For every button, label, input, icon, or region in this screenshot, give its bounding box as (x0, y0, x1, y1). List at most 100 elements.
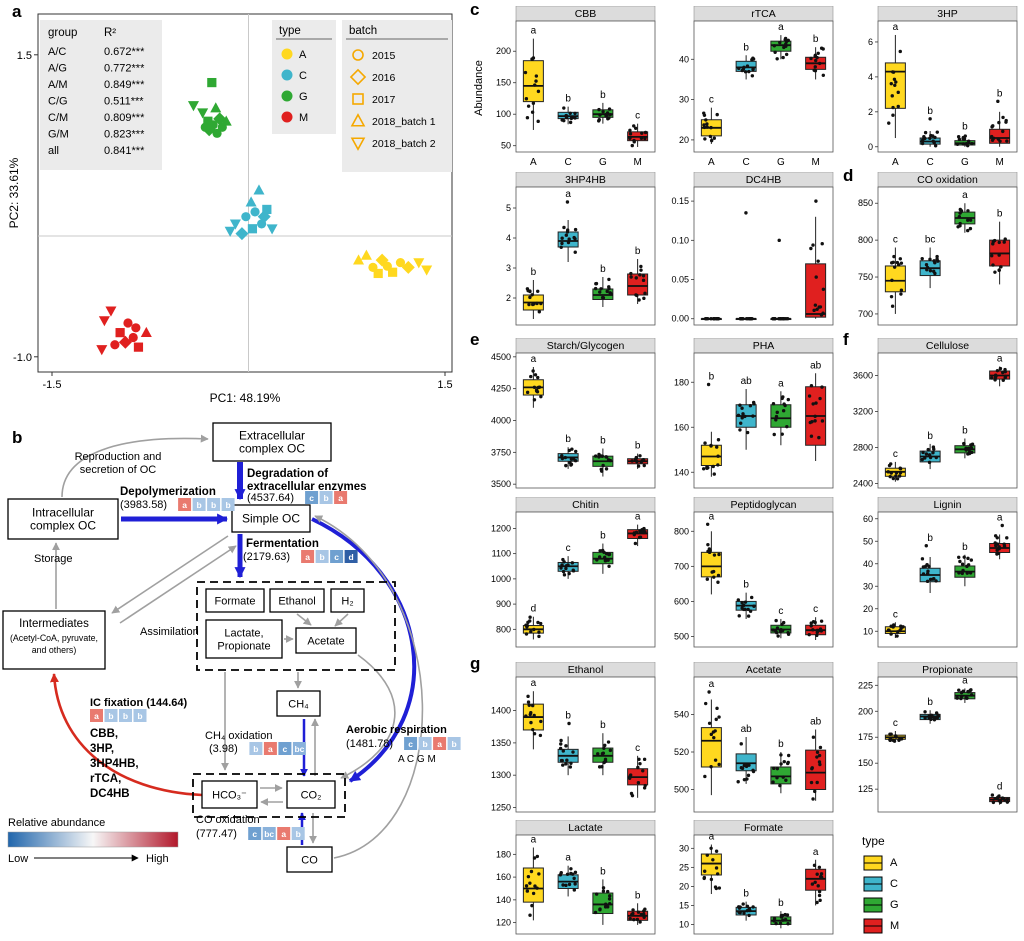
y-tick-label: 800 (674, 526, 689, 536)
data-point (714, 866, 719, 870)
type-key-label: C (299, 70, 307, 82)
data-point (813, 620, 817, 625)
data-point (603, 558, 608, 563)
facet-title: CO oxidation (917, 174, 978, 186)
data-point (821, 73, 826, 77)
y-tick-label: 500 (674, 631, 689, 641)
significance-badge (334, 491, 348, 504)
data-point (745, 64, 750, 68)
data-point (772, 432, 776, 437)
y-tick-label: 30 (863, 581, 873, 591)
data-point (602, 760, 606, 765)
data-point (636, 780, 641, 785)
panel-label-c: c (470, 0, 480, 19)
data-point (569, 116, 574, 121)
data-point (736, 598, 741, 602)
data-point (997, 120, 1001, 125)
data-point (705, 466, 709, 470)
data-point (560, 456, 565, 461)
data-point (928, 136, 932, 140)
outlier-point (707, 690, 711, 694)
data-point (969, 693, 974, 697)
data-point (526, 288, 530, 293)
data-point (573, 116, 577, 120)
data-point (820, 385, 824, 389)
data-point (714, 886, 718, 891)
data-point (712, 553, 717, 557)
data-point (1003, 798, 1007, 802)
data-point (607, 286, 611, 291)
data-point (817, 435, 821, 440)
data-point (1001, 370, 1005, 375)
data-point (899, 261, 904, 265)
data-point (957, 214, 962, 219)
data-point (928, 269, 933, 273)
x-group-label: M (995, 157, 1003, 168)
data-point (932, 447, 936, 451)
data-point (891, 70, 896, 74)
data-point (809, 246, 813, 251)
data-point (632, 532, 636, 537)
significance-badge (447, 737, 461, 750)
data-point (563, 455, 568, 460)
data-point (559, 245, 563, 250)
sig-letter: b (927, 106, 933, 117)
plot-border (515, 676, 656, 813)
badge-letter: b (319, 552, 324, 562)
data-point (600, 295, 605, 300)
data-point (597, 107, 601, 112)
panel-label-b: b (12, 428, 23, 447)
sig-letter: a (813, 847, 819, 858)
significance-badge (248, 827, 262, 840)
data-point (536, 289, 540, 293)
significance-badge (262, 827, 276, 840)
data-point (889, 294, 894, 299)
data-point (524, 714, 528, 718)
data-point (641, 769, 645, 773)
data-point (705, 125, 709, 129)
data-point (714, 717, 718, 722)
data-point (889, 81, 893, 86)
sig-letter: c (893, 449, 898, 460)
pca-point-G (200, 122, 210, 132)
box-A (700, 551, 722, 578)
gradient-bar (7, 831, 179, 848)
node-label-h2: H₂ (341, 596, 353, 608)
y-tick-label: 700 (858, 309, 873, 319)
arrow-gray (61, 434, 209, 498)
data-point (808, 420, 812, 425)
badge-letter: c (334, 552, 339, 562)
data-point (751, 414, 755, 418)
y-tick-label: 200 (496, 46, 511, 56)
data-point (997, 253, 1001, 257)
data-point (781, 918, 785, 922)
data-point (561, 883, 565, 887)
data-point (713, 317, 718, 321)
data-point (641, 274, 646, 278)
data-point (539, 394, 543, 399)
data-point (997, 240, 1001, 245)
data-point (781, 775, 785, 779)
badge-letter: b (253, 744, 258, 754)
data-point (994, 543, 998, 548)
pca-point-A (421, 265, 433, 276)
sig-letter: b (531, 267, 537, 278)
data-point (1003, 237, 1007, 241)
batch-legend-title: batch (349, 25, 377, 37)
pca-point-A (413, 258, 425, 269)
y-tick-label: 125 (858, 784, 873, 794)
diagram-label-degradation: Degradation of (247, 468, 328, 480)
pca-point-M (110, 340, 120, 350)
data-point (889, 624, 893, 628)
data-point (892, 77, 897, 82)
data-point (782, 620, 786, 625)
node-ethanol (269, 588, 325, 613)
data-point (746, 607, 750, 612)
data-point (786, 753, 791, 758)
y-tick-label: 3 (506, 263, 511, 273)
type-swatch-M (863, 918, 883, 933)
data-point (737, 906, 742, 910)
data-point (772, 916, 777, 921)
node-label-acetate: Acetate (307, 636, 344, 648)
data-point (925, 579, 930, 584)
